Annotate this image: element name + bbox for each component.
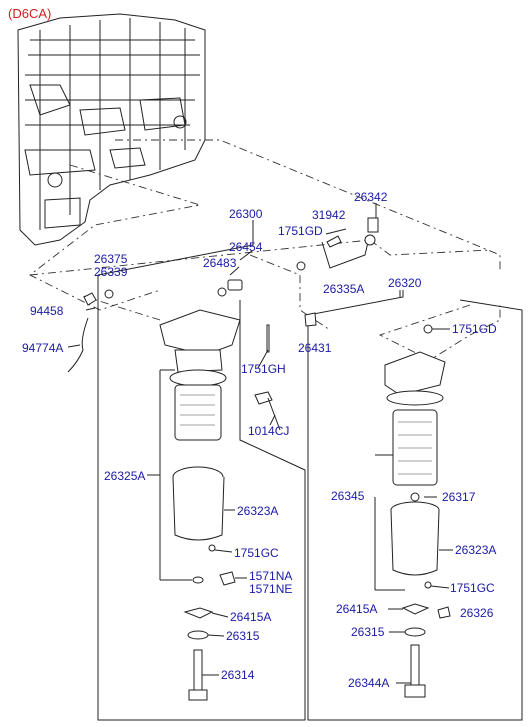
label-26314: 26314 — [221, 668, 255, 682]
label-26325a: 26325A — [104, 469, 145, 483]
label-26345: 26345 — [331, 489, 365, 503]
label-26315-left: 26315 — [226, 629, 260, 643]
label-1751gd-right: 1751GD — [452, 322, 497, 336]
label-26300: 26300 — [229, 207, 263, 221]
label-26317: 26317 — [442, 490, 476, 504]
label-26323a-right: 26323A — [455, 543, 496, 557]
label-26375: 26375 — [94, 252, 128, 266]
label-26415a-right: 26415A — [336, 602, 377, 616]
label-26454: 26454 — [229, 240, 263, 254]
label-26320: 26320 — [388, 276, 422, 290]
label-26344a: 26344A — [348, 676, 389, 690]
label-26326: 26326 — [460, 606, 494, 620]
leader-lines — [67, 203, 453, 684]
right-filter-assembly — [384, 324, 451, 698]
fuel-line — [321, 217, 379, 269]
label-1014cj: 1014CJ — [248, 424, 289, 438]
label-1751gd-upper: 1751GD — [278, 224, 323, 238]
label-1751gc-left: 1751GC — [234, 546, 279, 560]
label-26483: 26483 — [203, 256, 237, 270]
label-1571na: 1571NA — [249, 569, 292, 583]
label-26342: 26342 — [354, 190, 388, 204]
label-94458: 94458 — [30, 304, 64, 318]
label-1751gc-right: 1751GC — [450, 581, 495, 595]
group-frames — [97, 220, 523, 721]
engine-block-illustration — [17, 13, 206, 246]
engine-code-title: (D6CA) — [8, 6, 51, 21]
label-1751gh: 1751GH — [241, 362, 286, 376]
label-94774a: 94774A — [22, 341, 63, 355]
label-26339: 26339 — [94, 265, 128, 279]
part-labels: 26300 31942 26342 1751GD 26454 26483 263… — [22, 190, 497, 690]
label-26323a-left: 26323A — [237, 504, 278, 518]
label-31942: 31942 — [312, 208, 346, 222]
label-26431: 26431 — [298, 341, 332, 355]
label-26315-right: 26315 — [351, 625, 385, 639]
reference-lines — [29, 139, 501, 361]
left-filter-assembly — [67, 261, 317, 701]
label-26335a: 26335A — [323, 282, 364, 296]
label-1571ne: 1571NE — [249, 582, 292, 596]
label-26415a-left: 26415A — [230, 610, 271, 624]
